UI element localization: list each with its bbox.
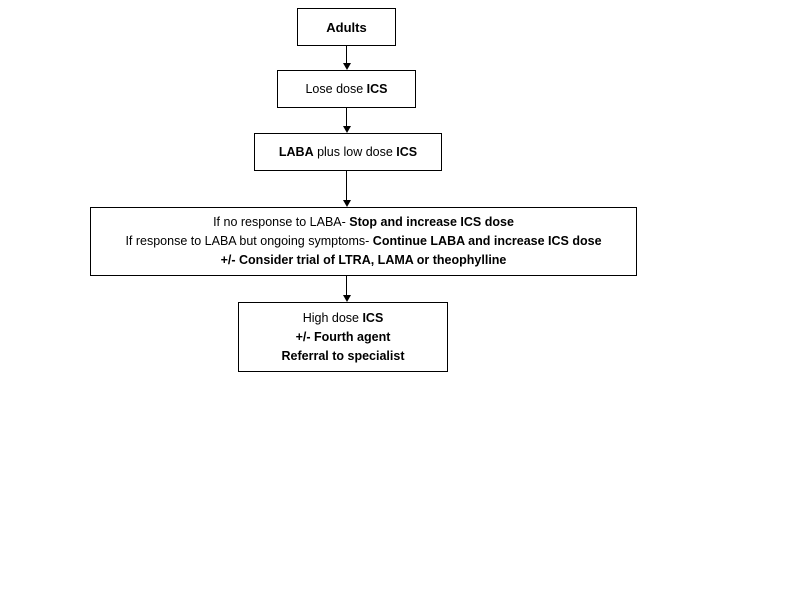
node-text-line: Referral to specialist bbox=[282, 347, 405, 366]
flowchart-node-adults[interactable]: Adults bbox=[297, 8, 396, 46]
node-text-bold: Stop and increase ICS dose bbox=[349, 215, 514, 229]
connector-arrow-adults-to-low-dose-ics bbox=[340, 46, 354, 70]
node-text-line: High dose ICS bbox=[303, 309, 384, 328]
node-text-line: LABA plus low dose ICS bbox=[279, 144, 417, 161]
node-text-regular: plus low dose bbox=[313, 144, 397, 159]
node-text-bold: +/- Consider trial of LTRA, LAMA or theo… bbox=[220, 253, 507, 267]
node-text-bold: ICS bbox=[362, 310, 384, 325]
connector-arrow-laba-to-response-assessment bbox=[340, 171, 354, 207]
node-text-bold: ICS bbox=[396, 144, 418, 159]
arrowhead-down-icon bbox=[342, 200, 351, 207]
node-text-bold: LABA bbox=[278, 144, 314, 159]
arrowhead-down-icon bbox=[342, 295, 351, 302]
node-text-regular: Lose dose bbox=[305, 81, 367, 96]
node-text-bold: +/- Fourth agent bbox=[295, 329, 391, 344]
connector-arrow-low-dose-ics-to-laba bbox=[340, 108, 354, 133]
connector-stem bbox=[346, 171, 348, 201]
node-text-bold: ICS bbox=[366, 81, 388, 96]
node-text-line: Lose dose ICS bbox=[305, 81, 387, 98]
node-text-regular: If response to LABA but ongoing symptoms… bbox=[125, 234, 373, 248]
arrowhead-down-icon bbox=[342, 126, 351, 133]
node-text-regular: High dose bbox=[302, 310, 363, 325]
arrowhead-down-icon bbox=[342, 63, 351, 70]
node-text-line: +/- Fourth agent bbox=[296, 328, 391, 347]
flowchart-node-low-dose-ics[interactable]: Lose dose ICS bbox=[277, 70, 416, 108]
connector-stem bbox=[346, 108, 348, 127]
node-text-bold: Adults bbox=[326, 19, 367, 35]
node-text-bold: Continue LABA and increase ICS dose bbox=[372, 234, 602, 248]
node-text-line: +/- Consider trial of LTRA, LAMA or theo… bbox=[221, 251, 507, 270]
connector-stem bbox=[346, 46, 348, 64]
connector-stem bbox=[346, 276, 348, 296]
connector-arrow-response-assessment-to-high-dose-ics bbox=[340, 276, 354, 302]
flowchart-node-laba-plus-low-dose-ics[interactable]: LABA plus low dose ICS bbox=[254, 133, 442, 171]
node-text-bold: Referral to specialist bbox=[281, 348, 405, 363]
node-text-line: If no response to LABA- Stop and increas… bbox=[213, 213, 514, 232]
node-text-line: Adults bbox=[326, 19, 366, 36]
node-text-line: If response to LABA but ongoing symptoms… bbox=[125, 232, 601, 251]
flowchart-node-laba-response-assessment[interactable]: If no response to LABA- Stop and increas… bbox=[90, 207, 637, 276]
node-text-regular: If no response to LABA- bbox=[213, 215, 350, 229]
